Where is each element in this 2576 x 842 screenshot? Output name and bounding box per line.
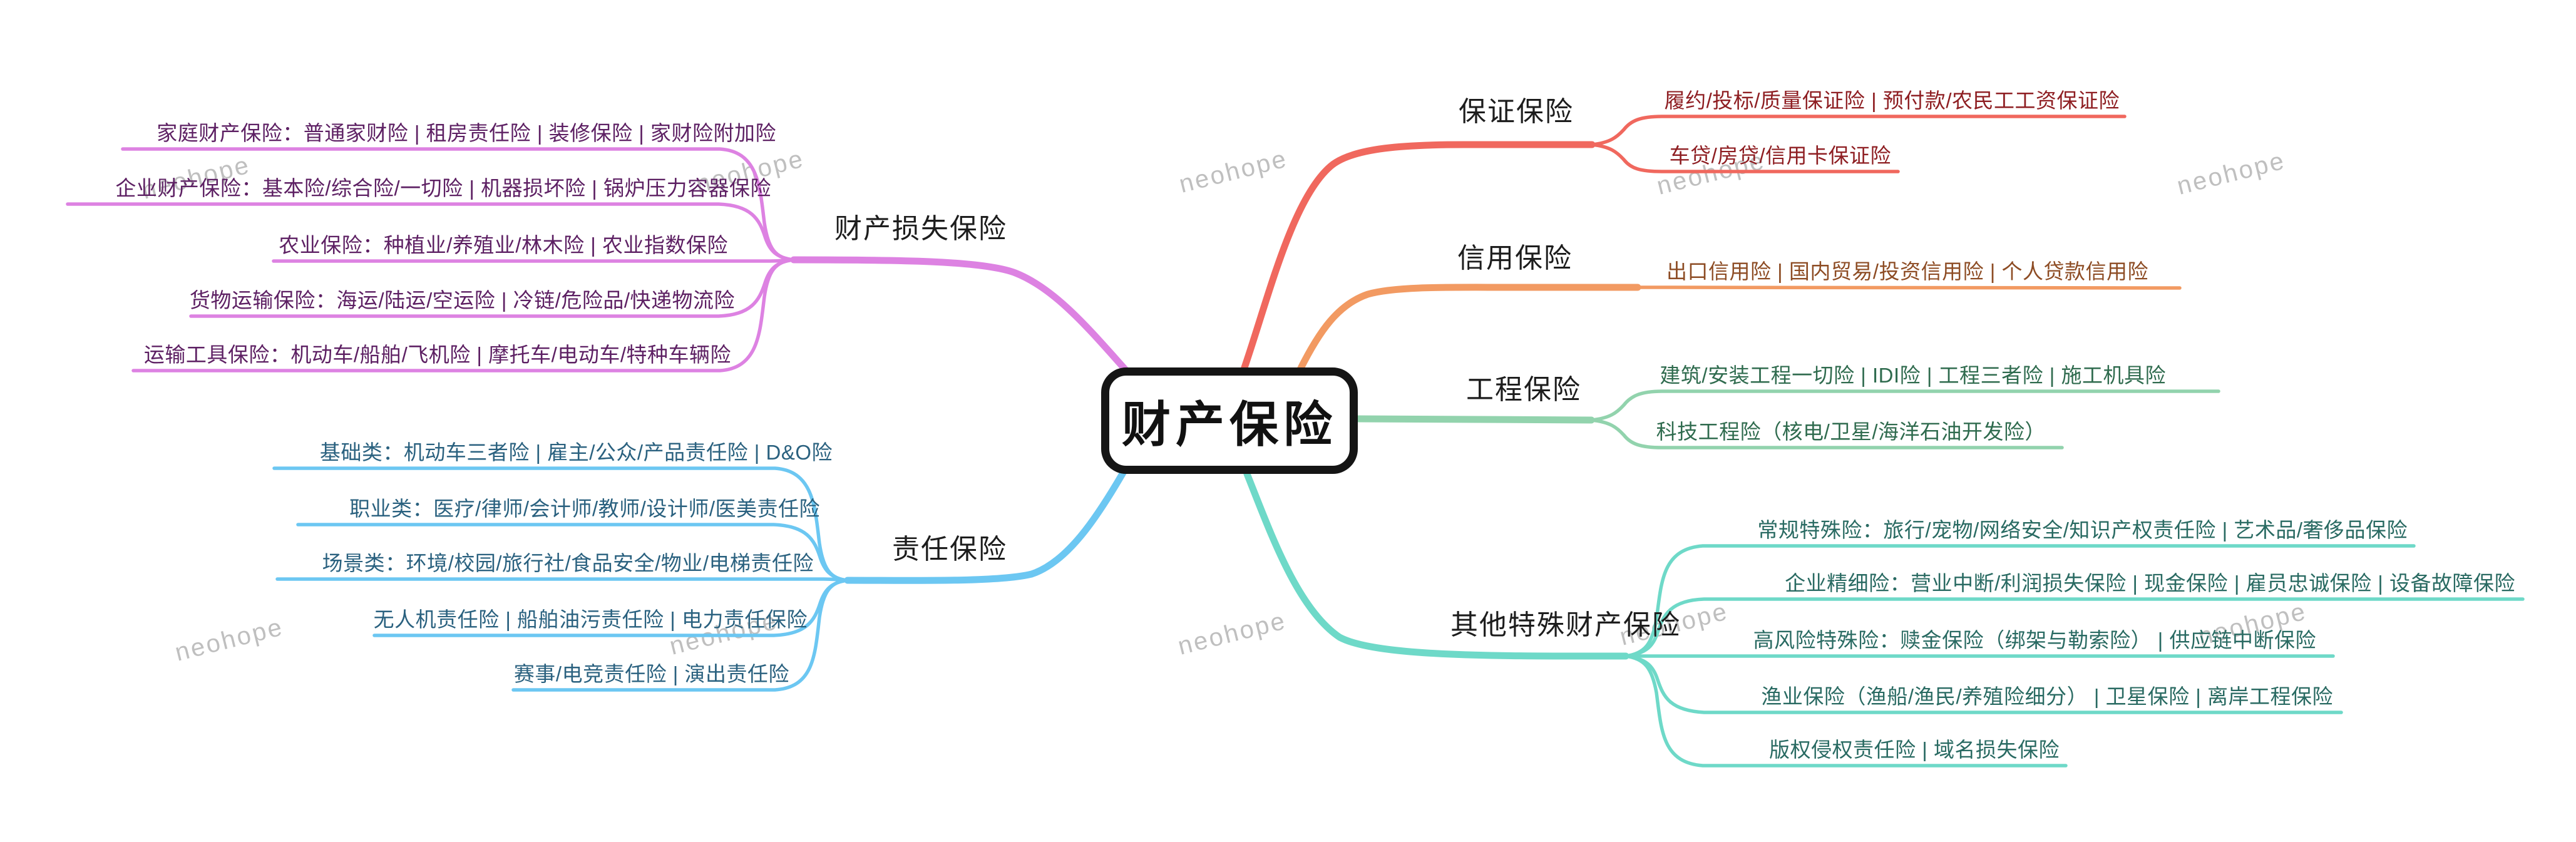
child-item-enterprise-property[interactable]: 企业财产保险：基本险/综合险/一切险 | 机器损坏险 | 锅炉压力容器保险 — [115, 177, 771, 200]
child-item-engineering-tech[interactable]: 科技工程险（核电/卫星/海洋石油开发险） — [1656, 420, 2046, 443]
branch-line-liability-child — [511, 578, 849, 692]
child-item-transport-vehicle[interactable]: 运输工具保险：机动车/船舶/飞机险 | 摩托车/电动车/特种车辆险 — [143, 343, 731, 366]
branch-line-special-main — [1243, 470, 1629, 660]
branch-line-liability-child — [275, 577, 849, 582]
branch-line-property-loss-child — [66, 202, 796, 262]
child-item-engineering-construction[interactable]: 建筑/安装工程一切险 | IDI险 | 工程三者险 | 施工机具险 — [1660, 364, 2166, 387]
branch-line-engineering-main — [1355, 415, 1595, 424]
child-item-home-property[interactable]: 家庭财产保险：普通家财险 | 租房责任险 | 装修保险 | 家财险附加险 — [157, 121, 776, 145]
branch-line-guarantee-main — [1240, 141, 1596, 373]
child-item-special-fishery[interactable]: 渔业保险（渔船/渔民/养殖险细分） | 卫星保险 | 离岸工程保险 — [1761, 685, 2333, 708]
branch-line-special-child — [1624, 597, 2525, 658]
branch-line-property-loss-child — [131, 258, 796, 372]
branch-line-guarantee-child — [1590, 143, 1900, 173]
branch-label-other-special[interactable]: 其他特殊财产保险 — [1450, 610, 1681, 640]
child-item-guarantee-performance[interactable]: 履约/投标/质量保证险 | 预付款/农民工工资保证险 — [1664, 89, 2120, 112]
branch-line-liability-main — [844, 466, 1129, 584]
child-item-special-high-risk[interactable]: 高风险特殊险：赎金保险（绑架与勒索险） | 供应链中断保险 — [1753, 629, 2316, 652]
branch-line-engineering-child — [1589, 389, 2220, 422]
branch-line-property-loss-main — [790, 256, 1131, 376]
branch-label-credit[interactable]: 信用保险 — [1457, 243, 1573, 274]
child-item-liability-event[interactable]: 赛事/电竞责任险 | 演出责任险 — [513, 662, 789, 685]
child-item-liability-drone-ship-power[interactable]: 无人机责任险 | 船舶油污责任险 | 电力责任保险 — [373, 608, 808, 631]
child-item-agriculture[interactable]: 农业保险：种植业/养殖业/林木险 | 农业指数保险 — [279, 234, 728, 257]
child-item-liability-professional[interactable]: 职业类：医疗/律师/会计师/教师/设计师/医美责任险 — [349, 497, 820, 520]
child-item-liability-basic[interactable]: 基础类：机动车三者险 | 雇主/公众/产品责任险 | D&O险 — [319, 441, 833, 464]
branch-label-engineering[interactable]: 工程保险 — [1466, 374, 1581, 405]
child-item-cargo-transport[interactable]: 货物运输保险：海运/陆运/空运险 | 冷链/危险品/快递物流险 — [189, 289, 735, 312]
child-item-special-copyright[interactable]: 版权侵权责任险 | 域名损失保险 — [1769, 738, 2060, 761]
child-item-special-regular[interactable]: 常规特殊险：旅行/宠物/网络安全/知识产权责任险 | 艺术品/奢侈品保险 — [1757, 518, 2408, 542]
branch-line-property-loss-child — [272, 258, 796, 263]
branch-line-special-child — [1624, 654, 2068, 768]
branch-label-guarantee[interactable]: 保证保险 — [1459, 96, 1574, 127]
branch-line-credit-main — [1296, 284, 1641, 373]
child-item-special-enterprise[interactable]: 企业精细险：营业中断/利润损失保险 | 现金保险 | 雇员忠诚保险 | 设备故障… — [1785, 572, 2515, 595]
child-item-guarantee-loan[interactable]: 车贷/房贷/信用卡保证险 — [1669, 144, 1891, 167]
center-node-property-insurance[interactable]: 财产保险 — [1101, 367, 1358, 474]
child-item-liability-scenario[interactable]: 场景类：环境/校园/旅行社/食品安全/物业/电梯责任险 — [322, 552, 814, 575]
branch-line-credit-child — [1636, 285, 2182, 290]
child-item-credit-types[interactable]: 出口信用险 | 国内贸易/投资信用险 | 个人贷款信用险 — [1666, 260, 2148, 283]
branch-label-property-loss[interactable]: 财产损失保险 — [834, 213, 1007, 244]
branch-line-guarantee-child — [1590, 115, 2127, 146]
branch-label-liability[interactable]: 责任保险 — [892, 534, 1007, 565]
branch-line-engineering-child — [1589, 418, 2064, 449]
branch-line-liability-child — [296, 523, 849, 582]
